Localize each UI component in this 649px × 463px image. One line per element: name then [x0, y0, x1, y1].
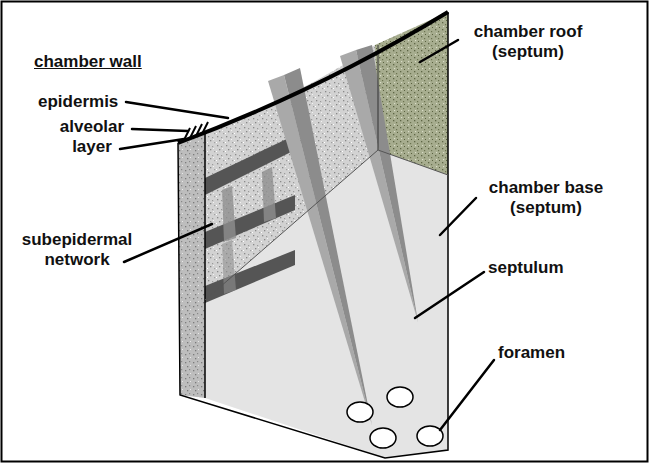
part-label: alveolar layer [50, 117, 134, 157]
part-label: chamber base (septum) [480, 178, 612, 218]
part-label: subepidermal network [12, 230, 142, 270]
part-label: septulum [488, 258, 564, 278]
part-label: foramen [498, 343, 565, 363]
section-heading: chamber wall [34, 52, 142, 72]
part-label: epidermis [38, 92, 118, 112]
part-label: chamber roof (septum) [462, 22, 594, 62]
